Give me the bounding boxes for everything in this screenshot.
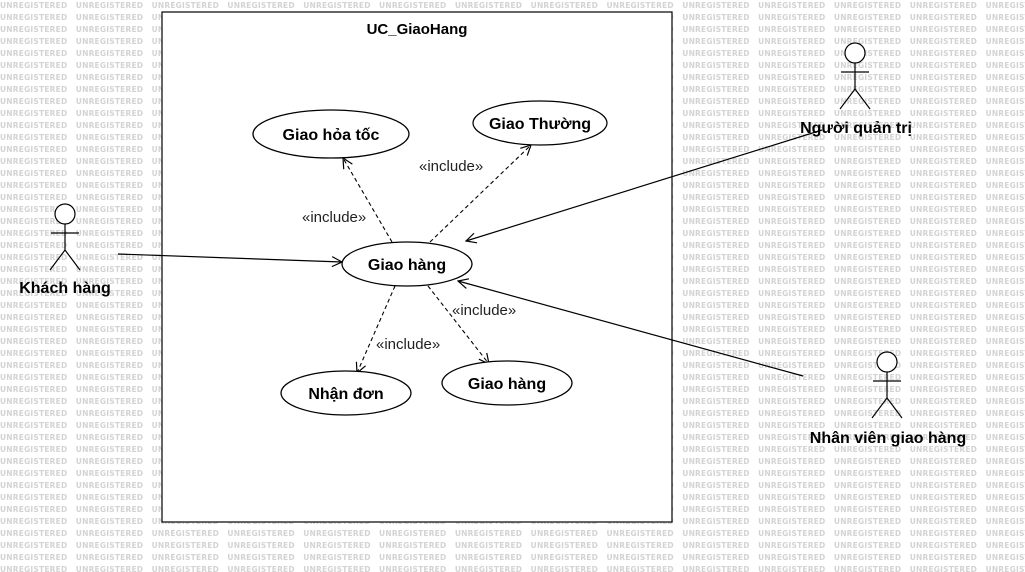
- actor-admin[interactable]: [839, 42, 871, 110]
- include-label-standard: «include»: [419, 158, 483, 175]
- use-case-deliver-label: Giao hàng: [468, 376, 546, 393]
- include-relations: «include» «include» «include» «include»: [302, 145, 531, 373]
- association-admin: [466, 129, 823, 241]
- use-case-deliver[interactable]: Giao hàng: [441, 360, 573, 406]
- include-line-deliver: [427, 285, 489, 364]
- use-case-standard-label: Giao Thường: [489, 116, 591, 133]
- use-case-receive[interactable]: Nhận đơn: [280, 370, 412, 416]
- association-customer: [117, 253, 342, 262]
- system-title: UC_GiaoHang: [367, 21, 468, 38]
- use-case-main-label: Giao hàng: [368, 257, 446, 274]
- actor-customer-label: Khách hàng: [19, 280, 111, 297]
- associations: [117, 129, 823, 377]
- actor-admin-label: Người quản trị: [800, 120, 912, 137]
- use-case-express-label: Giao hỏa tốc: [283, 127, 380, 144]
- include-line-receive: [357, 285, 396, 373]
- include-line-standard: [429, 145, 531, 243]
- actor-customer[interactable]: [49, 203, 81, 271]
- actor-shipper-label: Nhân viên giao hàng: [810, 430, 966, 447]
- include-label-deliver: «include»: [452, 302, 516, 319]
- include-line-express: [343, 158, 393, 243]
- include-label-express: «include»: [302, 209, 366, 226]
- include-label-receive: «include»: [376, 336, 440, 353]
- use-case-main[interactable]: Giao hàng: [341, 241, 473, 287]
- use-case-receive-label: Nhận đơn: [308, 386, 383, 403]
- use-case-express[interactable]: Giao hỏa tốc: [252, 109, 410, 159]
- use-case-standard[interactable]: Giao Thường: [472, 100, 608, 146]
- actor-shipper[interactable]: [871, 351, 903, 419]
- association-shipper: [458, 281, 804, 377]
